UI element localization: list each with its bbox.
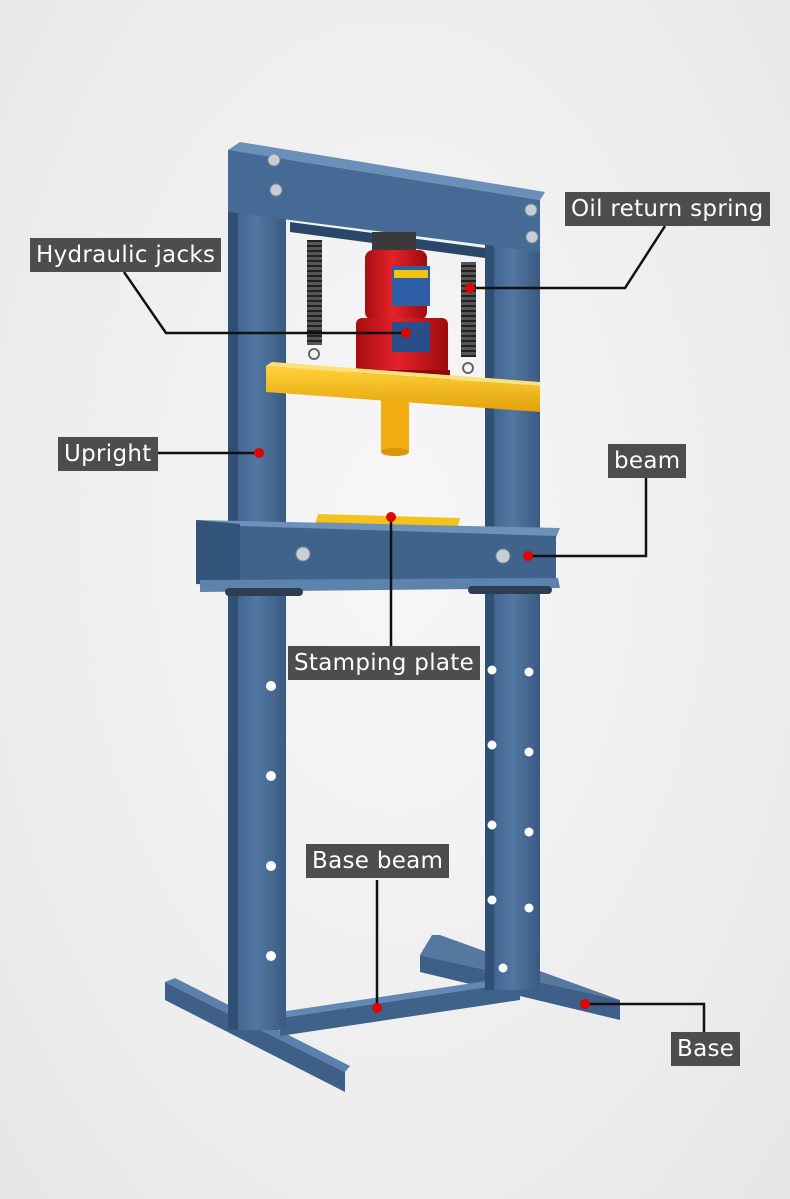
- label-upright: Upright: [58, 437, 158, 471]
- dot-beam: [523, 551, 533, 561]
- dot-upright: [254, 448, 264, 458]
- label-base: Base: [671, 1032, 741, 1066]
- leader-hydraulic-jacks: [122, 271, 406, 335]
- label-oil-return-spring: Oil return spring: [565, 192, 770, 226]
- callout-dots: [254, 283, 590, 1013]
- label-beam: beam: [608, 444, 687, 478]
- bolster-beam: [196, 520, 560, 596]
- dot-base: [580, 999, 590, 1009]
- upright-right: [485, 200, 540, 990]
- leader-base: [585, 1002, 706, 1033]
- oil-return-spring-right: [461, 262, 476, 374]
- dot-hydraulic-jacks: [401, 328, 411, 338]
- upright-holes: [266, 665, 534, 973]
- dot-stamping-plate: [386, 512, 396, 522]
- leader-beam: [528, 478, 648, 558]
- label-stamping-plate: Stamping plate: [288, 646, 481, 680]
- hydraulic-jack: [352, 232, 450, 382]
- leader-oil-return-spring: [470, 225, 667, 290]
- moving-beam: [266, 362, 540, 456]
- dot-base-beam: [372, 1003, 382, 1013]
- top-bolts: [267, 153, 539, 244]
- label-hydraulic-jacks: Hydraulic jacks: [30, 238, 222, 272]
- leader-lines: [122, 225, 706, 1033]
- base-beam: [280, 976, 520, 1036]
- label-base-beam: Base beam: [306, 844, 450, 878]
- oil-return-spring-left: [307, 240, 322, 360]
- dot-oil-return-spring: [465, 283, 475, 293]
